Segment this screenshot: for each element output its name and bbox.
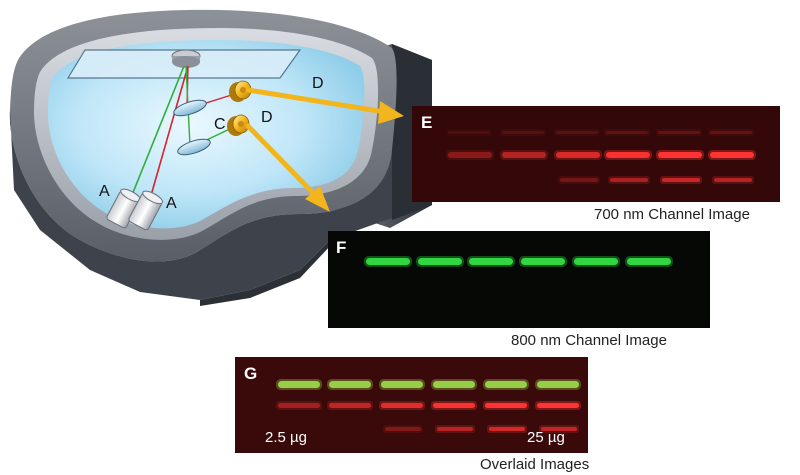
band-800-lane-5 bbox=[574, 258, 618, 265]
band-800-lane-6 bbox=[627, 258, 671, 265]
amount-high: 25 µg bbox=[527, 429, 565, 446]
band-overlay-green-lane-5 bbox=[485, 381, 527, 388]
band-700-upper-lane-1-glow bbox=[446, 129, 492, 136]
housing-front bbox=[9, 110, 393, 300]
band-700-upper-lane-4-glow bbox=[604, 129, 650, 136]
band-overlay-red-lane-1 bbox=[278, 403, 320, 408]
band-700-upper-lane-3-glow bbox=[554, 129, 600, 136]
laser-sources bbox=[106, 188, 164, 231]
band-overlay-green-lane-3 bbox=[381, 381, 423, 388]
label-optic-c: C bbox=[214, 116, 226, 133]
band-700-upper-lane-1 bbox=[448, 131, 490, 134]
band-overlay-red-lower-lane-3-glow bbox=[383, 425, 423, 433]
label-laser-a-left: A bbox=[99, 183, 110, 200]
bands-700nm bbox=[446, 129, 756, 184]
panel-letter-f: F bbox=[336, 238, 347, 257]
band-700-upper-lane-6-glow bbox=[708, 129, 754, 136]
band-700-main-lane-1-glow bbox=[446, 150, 494, 160]
band-overlay-red-lower-lane-3 bbox=[385, 427, 421, 431]
band-overlay-red-lane-3 bbox=[381, 403, 423, 408]
band-overlay-green-lane-1 bbox=[278, 381, 320, 388]
caption-overlay: Overlaid Images bbox=[480, 456, 590, 473]
band-overlay-red-lane-1-glow bbox=[276, 401, 322, 410]
mirror-upper bbox=[173, 99, 207, 117]
band-700-upper-lane-6 bbox=[710, 131, 752, 134]
label-laser-a-right: A bbox=[166, 195, 177, 212]
band-700-main-lane-2 bbox=[502, 152, 546, 158]
band-overlay-red-lane-4 bbox=[433, 403, 475, 408]
band-800-lane-2 bbox=[418, 258, 462, 265]
signal-arrows bbox=[245, 87, 404, 212]
caption-700nm: 700 nm Channel Image bbox=[594, 206, 750, 223]
band-overlay-green-lane-2 bbox=[329, 381, 371, 388]
detector-800nm bbox=[227, 114, 250, 136]
band-overlay-red-lane-5 bbox=[485, 403, 527, 408]
band-overlay-green-lane-4 bbox=[433, 381, 475, 388]
panel-700nm bbox=[412, 106, 780, 202]
label-detector-d-bottom: D bbox=[261, 109, 273, 126]
panel-800nm bbox=[328, 231, 710, 328]
bands-overlay bbox=[276, 379, 581, 433]
band-700-upper-lane-2-glow bbox=[500, 129, 546, 136]
band-700-main-lane-1 bbox=[448, 152, 492, 158]
dichroic-mirrors bbox=[173, 99, 211, 156]
amount-low: 2.5 µg bbox=[265, 429, 308, 446]
mirror-lower bbox=[177, 138, 211, 156]
band-overlay-red-lower-lane-5 bbox=[489, 427, 525, 431]
panel-letter-e: E bbox=[421, 113, 433, 132]
red-excitation-beam bbox=[147, 65, 189, 207]
label-detector-d-top: D bbox=[312, 75, 324, 92]
band-700-main-lane-6 bbox=[710, 152, 754, 158]
band-700-main-lane-5 bbox=[658, 152, 702, 158]
bands-800nm bbox=[364, 256, 673, 267]
band-700-lower-lane-4 bbox=[610, 178, 648, 182]
band-700-main-lane-3 bbox=[556, 152, 600, 158]
band-700-upper-lane-3 bbox=[556, 131, 598, 134]
panel-overlay bbox=[235, 357, 588, 453]
scan-bed bbox=[66, 49, 302, 79]
band-700-upper-lane-4 bbox=[606, 131, 648, 134]
band-800-lane-1 bbox=[366, 258, 410, 265]
band-overlay-green-lane-6 bbox=[537, 381, 579, 388]
panel-letter-g: G bbox=[244, 364, 258, 383]
band-700-lower-lane-5 bbox=[662, 178, 700, 182]
laser-right bbox=[128, 190, 164, 231]
cavity-interior bbox=[48, 40, 365, 229]
band-700-upper-lane-5 bbox=[658, 131, 700, 134]
band-overlay-red-lower-lane-4 bbox=[437, 427, 473, 431]
band-700-lower-lane-3 bbox=[560, 178, 598, 182]
band-700-upper-lane-5-glow bbox=[656, 129, 702, 136]
band-overlay-red-lane-6 bbox=[537, 403, 579, 408]
arrow-to-700nm bbox=[245, 87, 388, 115]
caption-800nm: 800 nm Channel Image bbox=[511, 332, 667, 349]
band-700-lower-lane-6 bbox=[714, 178, 752, 182]
band-800-lane-4 bbox=[521, 258, 565, 265]
band-overlay-red-lower-lane-6 bbox=[541, 427, 577, 431]
arrow-to-800nm bbox=[245, 123, 319, 199]
band-800-lane-3 bbox=[469, 258, 513, 265]
green-excitation-beam bbox=[127, 65, 185, 206]
band-700-lower-lane-3-glow bbox=[558, 176, 600, 184]
band-700-main-lane-4 bbox=[606, 152, 650, 158]
band-overlay-red-lane-2 bbox=[329, 403, 371, 408]
band-700-upper-lane-2 bbox=[502, 131, 544, 134]
